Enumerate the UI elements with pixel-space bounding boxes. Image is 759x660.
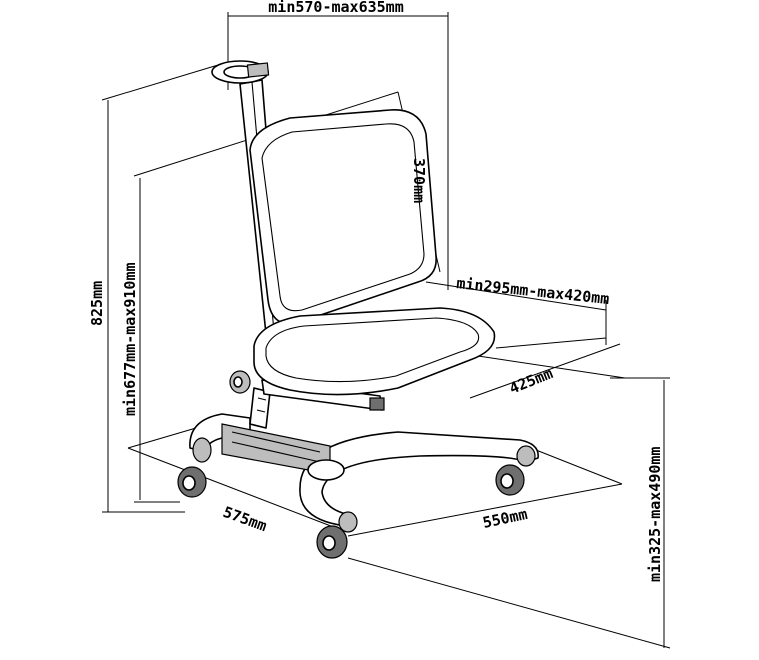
label-back-height-range: min677mm-max910mm bbox=[121, 262, 139, 416]
backrest bbox=[249, 109, 437, 325]
label-top-width: min570-max635mm bbox=[268, 0, 403, 16]
label-overall-height: 825mm bbox=[88, 281, 106, 326]
label-seat-depth: min295mm-max420mm bbox=[456, 274, 611, 308]
label-backrest-height: 370mm bbox=[410, 158, 428, 203]
caster-right bbox=[495, 445, 536, 496]
label-base-depth: 575mm bbox=[221, 503, 270, 535]
seat-cushion bbox=[253, 307, 496, 396]
chair-drawing bbox=[177, 60, 539, 559]
base-hub bbox=[307, 459, 345, 481]
caster-rear-left bbox=[177, 437, 212, 498]
label-seat-height-range: min325-max490mm bbox=[646, 447, 664, 582]
dimension-lines bbox=[101, 12, 671, 649]
caster-front bbox=[316, 511, 358, 559]
label-seat-width: 425mm bbox=[507, 364, 556, 398]
